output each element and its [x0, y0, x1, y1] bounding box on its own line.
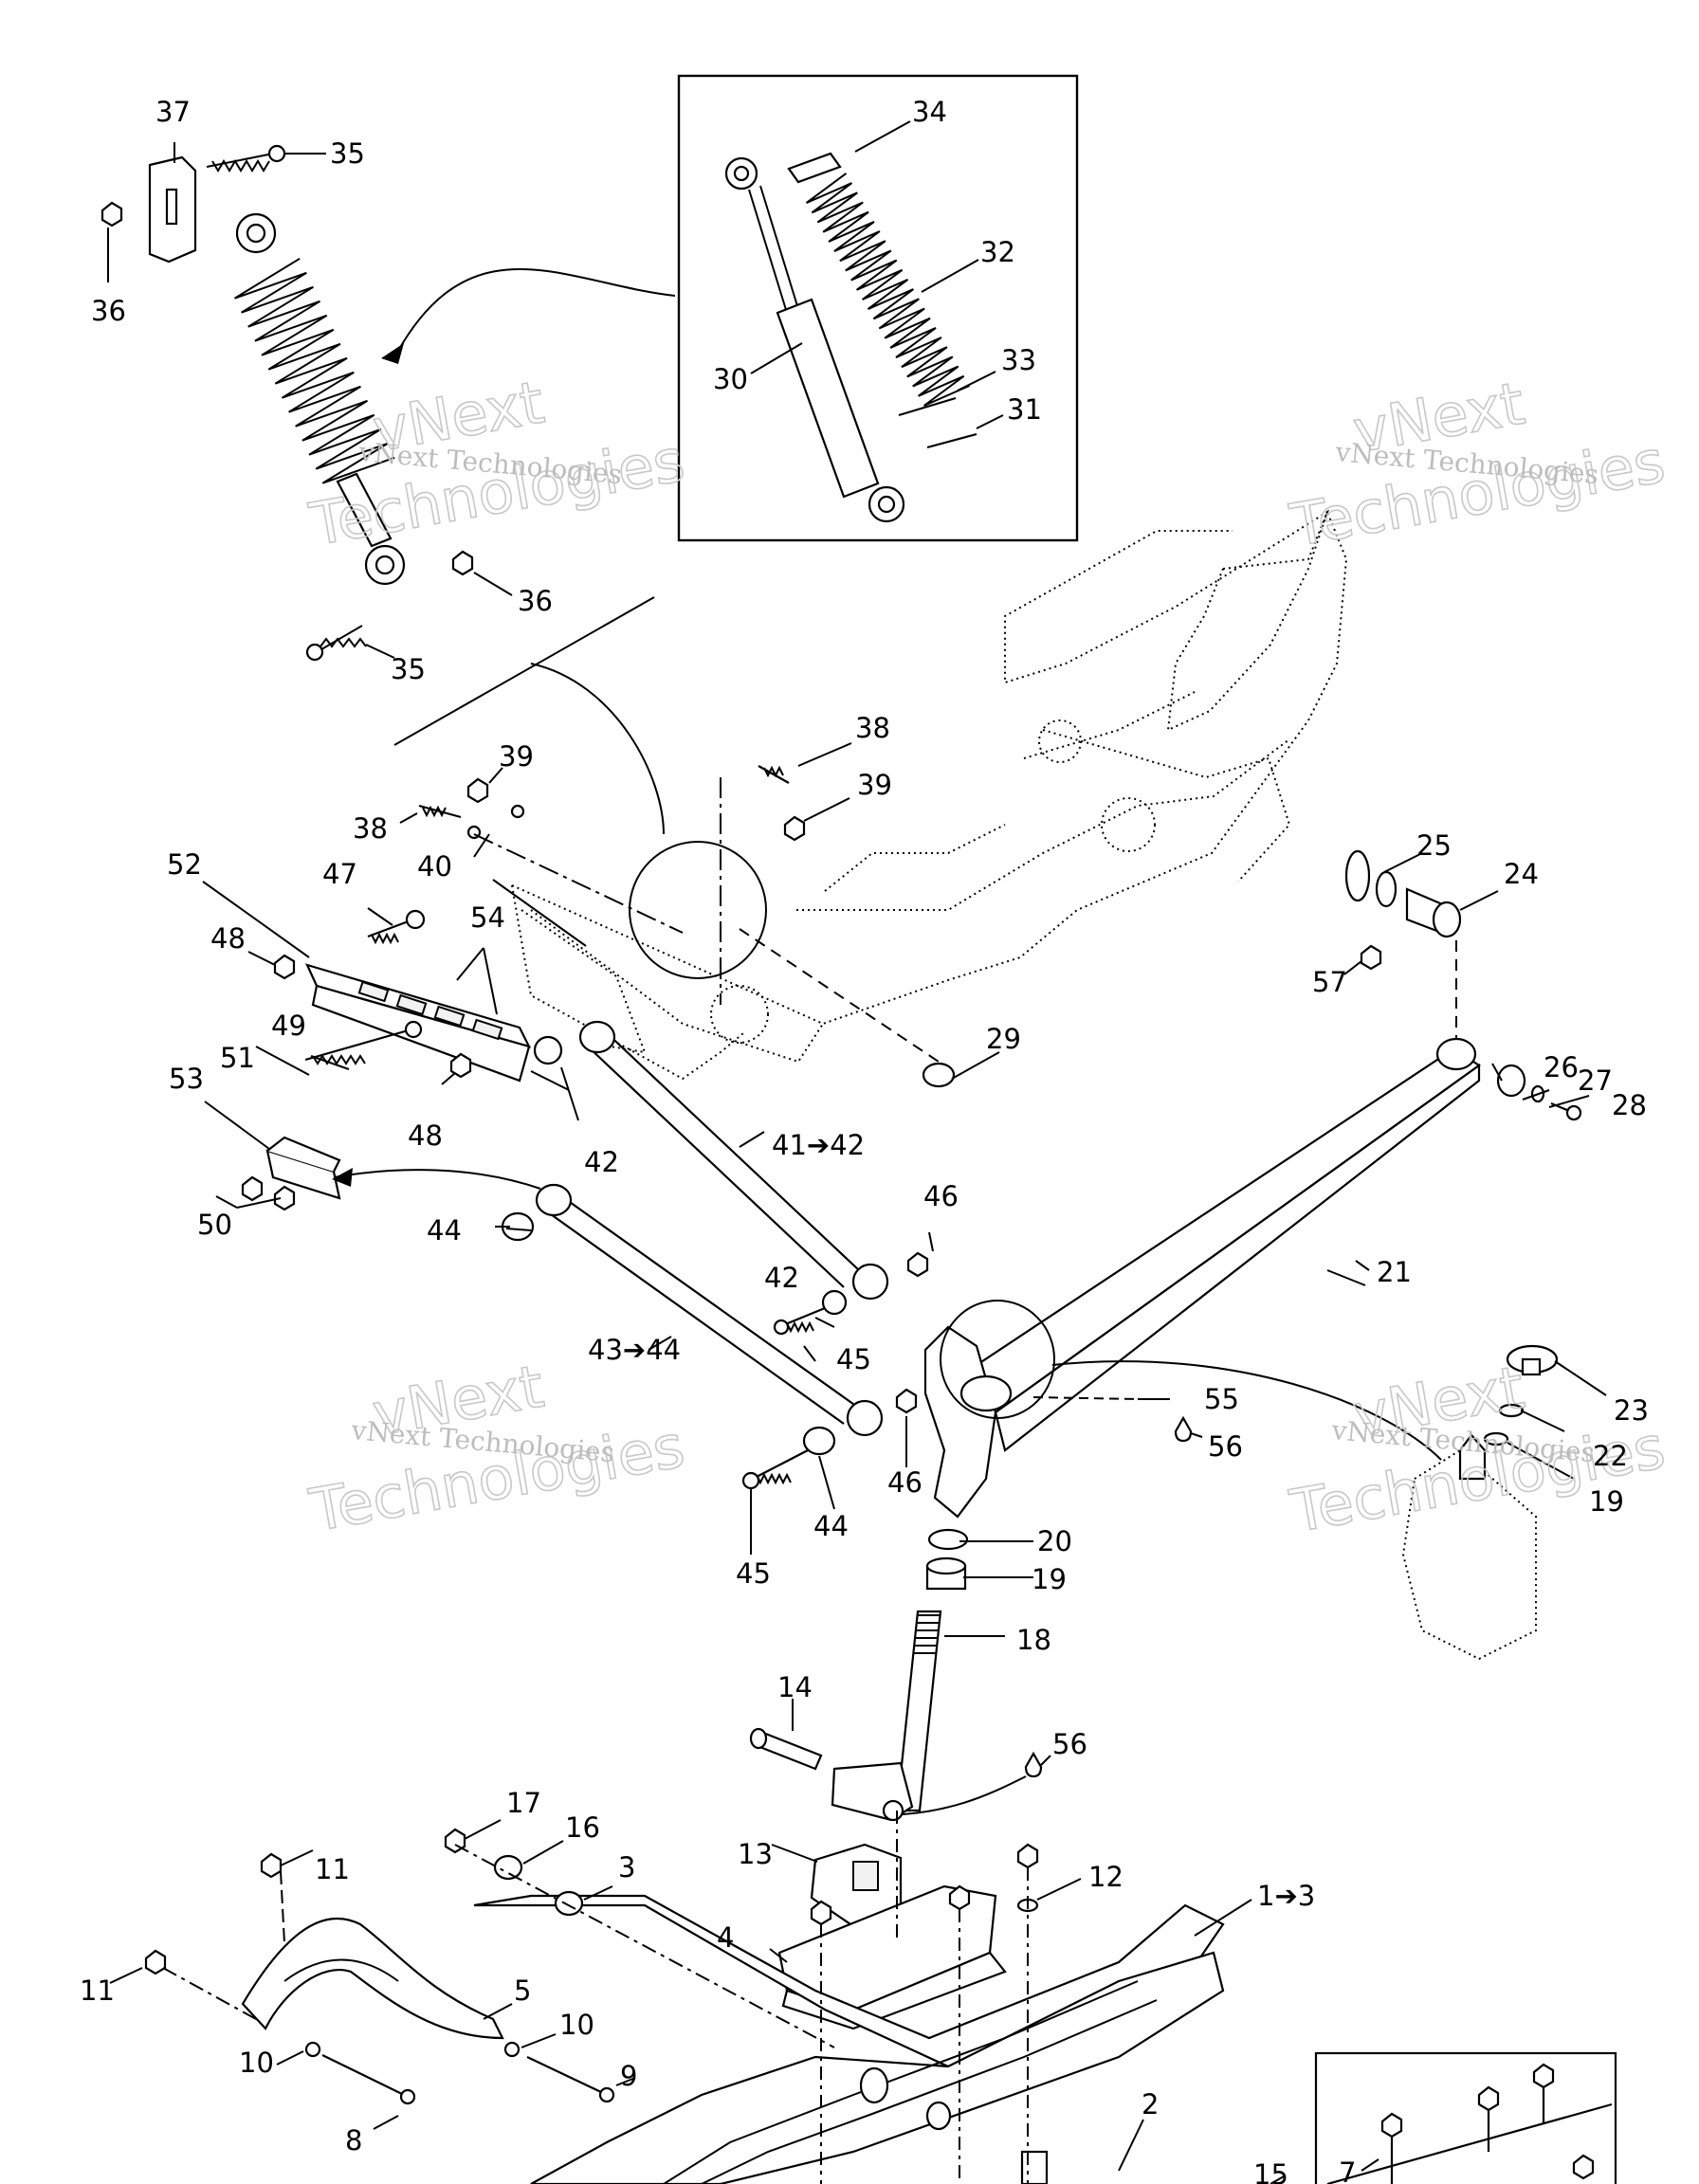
callout-46b: 46	[887, 1466, 923, 1499]
spring-32	[787, 152, 970, 407]
callout-36b: 36	[518, 585, 553, 617]
frame-chassis	[393, 509, 1462, 1088]
shock-assembly	[100, 144, 676, 662]
callout-48b: 48	[408, 1119, 443, 1152]
callout-47: 47	[322, 858, 357, 890]
trailing-arm-21	[923, 1037, 1607, 1661]
callout-41: 41➔42	[772, 1129, 865, 1161]
callout-40: 40	[417, 850, 452, 883]
callout-57: 57	[1312, 966, 1347, 998]
callout-45b: 45	[736, 1557, 771, 1590]
callout-20: 20	[1037, 1525, 1072, 1557]
callout-31: 31	[1007, 393, 1042, 426]
callout-11a: 11	[315, 1853, 350, 1885]
callout-3: 3	[618, 1851, 635, 1884]
control-arms	[495, 1020, 929, 1490]
callout-44b: 44	[813, 1510, 849, 1542]
callout-2: 2	[1142, 2088, 1159, 2120]
callout-39a: 39	[499, 740, 534, 773]
front-bracket-52	[241, 909, 570, 1211]
callout-18: 18	[1016, 1624, 1051, 1656]
callout-44a: 44	[427, 1214, 462, 1247]
callout-49: 49	[271, 1010, 306, 1042]
callout-23: 23	[1614, 1394, 1649, 1427]
callout-21: 21	[1377, 1256, 1412, 1288]
callout-25: 25	[1416, 829, 1452, 862]
callout-14: 14	[777, 1671, 813, 1703]
callout-35a: 35	[330, 137, 365, 170]
callout-1: 1➔3	[1257, 1880, 1315, 1912]
callout-7: 7	[1339, 2157, 1356, 2184]
callout-24: 24	[1504, 858, 1539, 890]
callout-9: 9	[620, 2060, 637, 2092]
callout-50: 50	[197, 1209, 232, 1241]
spindle-18	[749, 1528, 1043, 1822]
shock-body-30	[724, 156, 905, 523]
callout-16: 16	[565, 1811, 600, 1844]
callout-10b: 10	[239, 2047, 274, 2079]
callout-53: 53	[169, 1063, 204, 1095]
callout-37: 37	[155, 96, 191, 128]
callout-28: 28	[1612, 1089, 1647, 1121]
callout-46a: 46	[923, 1180, 959, 1212]
shock-detail-inset	[677, 74, 1079, 542]
callout-15: 15	[1253, 2158, 1288, 2184]
callout-17: 17	[506, 1787, 541, 1819]
callout-34: 34	[912, 96, 947, 128]
callout-38b: 38	[353, 812, 388, 845]
callout-56a: 56	[1208, 1430, 1243, 1463]
callout-5: 5	[514, 1975, 531, 2007]
callout-10a: 10	[559, 2009, 594, 2041]
callout-56b: 56	[1052, 1728, 1087, 1760]
callout-33: 33	[1001, 344, 1036, 376]
callout-13: 13	[738, 1838, 773, 1870]
callout-11b: 11	[80, 1975, 115, 2007]
callout-22: 22	[1593, 1440, 1628, 1472]
callout-35b: 35	[391, 653, 426, 685]
callout-36a: 36	[91, 295, 126, 327]
leader-lines	[107, 142, 1590, 2172]
callout-29: 29	[986, 1023, 1021, 1055]
callout-42a: 42	[584, 1146, 619, 1178]
callout-39b: 39	[857, 769, 892, 801]
callout-45a: 45	[836, 1343, 871, 1375]
callout-30: 30	[713, 363, 748, 395]
callout-52: 52	[167, 848, 202, 881]
callout-8: 8	[345, 2124, 362, 2157]
callout-4: 4	[717, 1921, 734, 1954]
callout-54: 54	[470, 901, 505, 934]
callout-27: 27	[1578, 1065, 1613, 1097]
callout-55: 55	[1204, 1383, 1239, 1415]
callout-48a: 48	[210, 922, 246, 955]
ski-assembly	[144, 1811, 1617, 2184]
callout-19a: 19	[1589, 1485, 1624, 1518]
callout-43: 43➔44	[588, 1334, 681, 1366]
callout-42b: 42	[764, 1262, 799, 1294]
callout-38a: 38	[855, 712, 890, 744]
callout-26: 26	[1544, 1051, 1579, 1083]
callout-12: 12	[1088, 1861, 1124, 1893]
callout-51: 51	[220, 1042, 255, 1074]
callout-19b: 19	[1032, 1563, 1067, 1595]
callout-32: 32	[980, 236, 1015, 268]
